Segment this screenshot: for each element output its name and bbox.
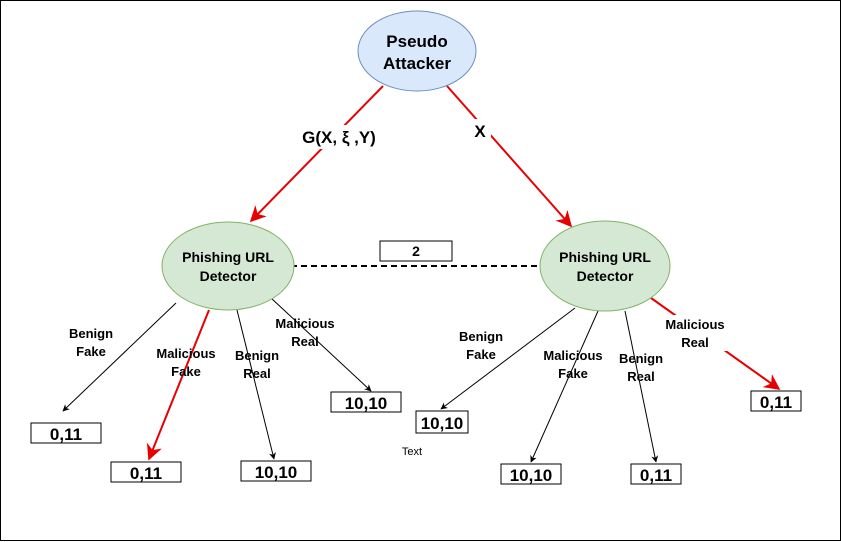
right-label-benign-fake-2: Fake	[466, 347, 496, 362]
right-payoff-malicious-fake-box	[500, 463, 562, 485]
left-payoff-benign-real-box	[240, 460, 312, 482]
right-label-malicious-real-2: Real	[681, 335, 708, 350]
right-payoff-malicious-real: 0,11	[760, 393, 792, 412]
right-payoff-benign-fake: 10,10	[421, 414, 464, 433]
right-label-malicious-real-1: Malicious	[665, 317, 724, 332]
left-detector-label-line2: Detector	[200, 268, 257, 284]
right-detector-label-line2: Detector	[577, 268, 634, 284]
right-payoff-benign-fake-box	[415, 410, 469, 434]
free-text-label: Text	[402, 446, 422, 458]
left-label-benign-real-2: Real	[243, 366, 270, 381]
right-malicious-real-label-bg	[657, 315, 731, 351]
left-payoff-benign-fake: 0,11	[50, 425, 82, 444]
info-set-label-box	[379, 240, 453, 262]
left-branch-benign-real	[236, 309, 276, 460]
left-label-malicious-real-1: Malicious	[275, 316, 334, 331]
right-payoff-malicious-real-box	[750, 390, 802, 412]
x-label-bg	[469, 119, 491, 143]
right-payoff-benign-real: 0,11	[640, 466, 672, 485]
right-payoff-benign-real-box	[630, 463, 682, 485]
left-branch-malicious-real	[270, 297, 372, 392]
attacker-label-line1: Pseudo	[386, 32, 447, 51]
left-label-malicious-fake-2: Fake	[171, 364, 201, 379]
edge-label-generator: G(X, ξ ,Y)	[302, 128, 376, 147]
right-label-benign-fake-1: Benign	[459, 329, 503, 344]
edge-label-x: X	[474, 122, 486, 141]
attacker-node	[357, 10, 477, 92]
left-label-benign-real-1: Benign	[235, 348, 279, 363]
right-payoff-malicious-fake: 10,10	[510, 466, 553, 485]
left-label-malicious-real-2: Real	[291, 334, 318, 349]
left-label-benign-fake-2: Fake	[76, 344, 106, 359]
gen-label-bg	[291, 125, 387, 149]
left-payoff-malicious-real-box	[330, 391, 402, 413]
attacker-label-line2: Attacker	[383, 54, 451, 73]
left-payoff-benign-fake-box	[30, 422, 102, 444]
left-payoff-benign-real: 10,10	[255, 463, 298, 482]
right-label-malicious-fake-1: Malicious	[543, 348, 602, 363]
left-label-benign-fake-1: Benign	[69, 326, 113, 341]
left-payoff-malicious-real: 10,10	[345, 394, 388, 413]
right-label-benign-real-1: Benign	[619, 351, 663, 366]
right-label-malicious-fake-2: Fake	[558, 366, 588, 381]
left-payoff-malicious-fake-box	[110, 461, 182, 483]
left-detector-node	[161, 221, 295, 311]
right-branch-benign-fake	[440, 307, 576, 410]
edge-attacker-to-right-detector	[446, 85, 573, 228]
right-branch-benign-real	[624, 310, 659, 463]
left-branch-benign-fake	[62, 302, 177, 412]
left-label-malicious-fake-1: Malicious	[156, 346, 215, 361]
right-detector-label-line1: Phishing URL	[559, 249, 651, 265]
right-branch-malicious-fake	[530, 310, 599, 463]
edge-attacker-to-left-detector	[249, 85, 384, 223]
right-label-benign-real-2: Real	[627, 369, 654, 384]
info-set-label: 2	[412, 243, 420, 259]
left-payoff-malicious-fake: 0,11	[130, 464, 162, 483]
left-branch-malicious-fake	[146, 309, 210, 461]
left-detector-label-line1: Phishing URL	[182, 249, 274, 265]
right-detector-node	[539, 220, 671, 312]
